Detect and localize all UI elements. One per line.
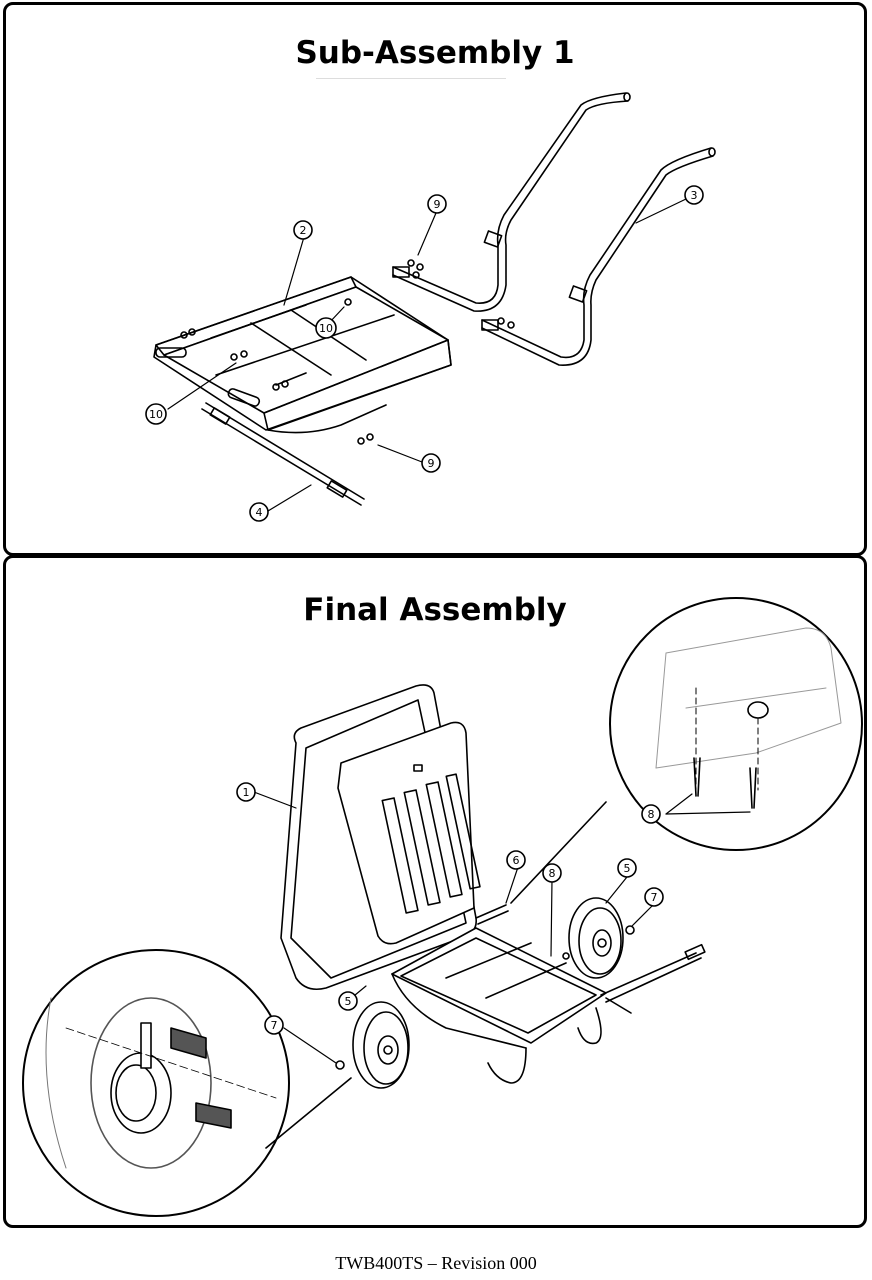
svg-text:4: 4 [256,506,263,519]
callout-4: 4 [249,502,269,522]
svg-text:8: 8 [549,867,556,880]
frame-drawing [391,927,706,1084]
callout-10-bottom: 10 [145,403,167,425]
callout-3: 3 [684,185,704,205]
svg-text:10: 10 [149,408,163,421]
final-assembly-drawing: 1 5 5 6 7 7 8 8 [22,597,863,1217]
svg-text:7: 7 [271,1019,278,1032]
callout-10-top: 10 [315,317,337,339]
sub-assembly-panel: Sub-Assembly 1 [3,2,867,556]
callout-5-left: 5 [338,991,358,1011]
leader-lines-final [253,791,657,1064]
washers-drawing [335,925,635,1070]
wheel-right-drawing [568,897,624,979]
callout-1: 1 [236,782,256,802]
sub-assembly-title: Sub-Assembly 1 [295,35,575,71]
svg-text:2: 2 [300,224,307,237]
svg-text:9: 9 [428,457,435,470]
title-underline [316,78,506,79]
callout-2: 2 [293,220,313,240]
callout-9-bottom: 9 [421,453,441,473]
axle-drawing [201,402,365,506]
wheel-left-drawing [352,1001,410,1089]
svg-text:1: 1 [243,786,250,799]
final-assembly-title: Final Assembly [303,592,567,628]
handle-left-drawing [392,92,631,312]
svg-text:5: 5 [624,862,631,875]
callout-8-detail: 8 [641,804,661,824]
svg-text:3: 3 [691,189,698,202]
handle-right-drawing [481,147,716,366]
callout-6: 6 [506,850,526,870]
callout-7-right: 7 [644,887,664,907]
svg-text:5: 5 [345,995,352,1008]
callout-7-left: 7 [264,1015,284,1035]
callout-8-frame: 8 [542,863,562,883]
svg-text:6: 6 [513,854,520,867]
detail-view-hub [22,949,352,1217]
callout-9-top: 9 [427,194,447,214]
final-assembly-panel: Final Assembly [3,555,867,1228]
svg-text:10: 10 [319,322,333,335]
bolts-drawing [357,259,515,445]
svg-text:7: 7 [651,891,658,904]
tray-frame-drawing [153,276,452,434]
svg-text:8: 8 [648,808,655,821]
pin-drawing [475,904,509,925]
footer-revision: TWB400TS – Revision 000 [335,1253,537,1273]
sub-assembly-drawing: 2 3 4 9 9 10 10 [145,92,716,522]
tray-drawing [280,684,481,991]
svg-text:9: 9 [434,198,441,211]
detail-view-pins [510,597,863,904]
callout-5-right: 5 [617,858,637,878]
